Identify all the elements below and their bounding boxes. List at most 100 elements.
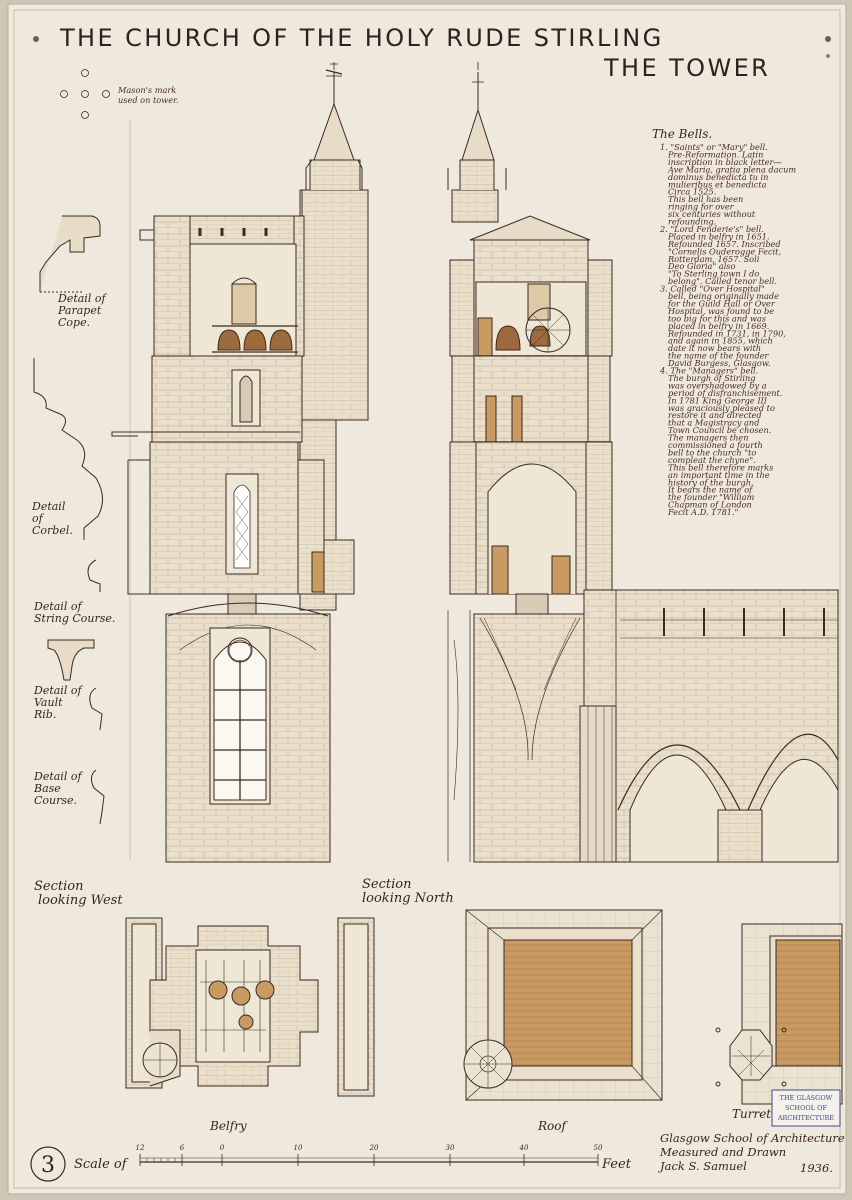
bells-west <box>217 329 293 351</box>
bells-note-line: 3. Called "Over Hospital" <box>660 284 765 294</box>
bells-note-line: Refounded 1657. Inscribed <box>667 239 781 249</box>
bells-note-line: Town Council be chosen. <box>668 425 771 435</box>
bells-heading: The Bells. <box>652 127 712 141</box>
bells-note-line: Refounded in 1731, in 1790, <box>667 328 786 338</box>
credit-line-1: Glasgow School of Architecture <box>660 1131 845 1145</box>
bells-note-line: This bell has been <box>668 194 743 204</box>
credits: Glasgow School of Architecture Measured … <box>658 1131 845 1175</box>
bells-note-line: mulieribus et benedicta <box>668 179 767 189</box>
bells-note-line: bell to the church "to <box>668 447 756 457</box>
bells-note-line: 1. "Saints" or "Mary" bell. <box>660 142 768 152</box>
bells-note-line: Fecit A.D. 1781." <box>667 507 738 517</box>
bells-note-line: The managers then <box>668 433 748 443</box>
bells-note-line: In 1781 King George III <box>667 395 768 405</box>
pin-hole <box>825 36 831 42</box>
bells-notes-lines: 1. "Saints" or "Mary" bell.Pre-Reformati… <box>659 142 796 517</box>
detail-string-line-1: Detail of <box>33 600 83 613</box>
bells-note-line: too big for this and was <box>668 313 766 323</box>
masons-mark <box>60 69 110 119</box>
bells-note-line: and again in 1855, which <box>668 336 773 346</box>
bells-note-line: "Cornelis Ouderogge Fecit, <box>668 246 781 256</box>
bells-note-line: restore it and directed <box>668 410 762 420</box>
bells-note-line: Chapman of London <box>668 500 752 510</box>
detail-base-line-2: Base <box>33 782 61 795</box>
credit-year: 1936. <box>800 1161 833 1175</box>
masons-mark-note-1: Mason's mark <box>117 85 176 95</box>
bells-note-line: history of the burgh. <box>668 477 754 487</box>
stamp-line-1: THE GLASGOW <box>780 1094 833 1102</box>
nave-arches <box>629 754 839 863</box>
detail-base-line-3: Course. <box>34 794 77 807</box>
bells-note-line: Ave Maria, gratia plena dacum <box>667 164 796 174</box>
bells-note-line: 2. "Lord Fenderie's" bell. <box>659 224 764 234</box>
bells-note-line: It bears the name of <box>667 485 754 495</box>
scale-tick-label: 40 <box>519 1144 529 1152</box>
scale-tick-label: 12 <box>136 1144 145 1152</box>
detail-corbel-line-1: Detail <box>31 500 66 513</box>
detail-corbel-line-2: of <box>32 512 45 525</box>
credit-line-3: Jack S. Samuel <box>658 1159 747 1173</box>
section-looking-west <box>111 62 369 863</box>
bells-note-line: The burgh of Stirling <box>668 373 755 383</box>
detail-base-line-1: Detail of <box>33 770 83 783</box>
detail-string-line-2: String Course. <box>34 612 115 625</box>
roof-plan <box>463 909 663 1101</box>
stamp-line-3: ARCHITECTURE <box>777 1114 835 1122</box>
bells-note-line: compleat the chyne". <box>668 455 756 465</box>
belfry-plan <box>125 917 375 1097</box>
library-stamp: THE GLASGOW SCHOOL OF ARCHITECTURE <box>771 1089 841 1127</box>
bells-note-line: This bell therefore marks <box>668 462 773 472</box>
plan-label-roof: Roof <box>537 1119 568 1133</box>
bell-plan-circles <box>208 980 275 1030</box>
plan-label-belfry: Belfry <box>209 1119 247 1133</box>
bells-note-line: the founder "William <box>668 492 755 502</box>
scale-ticks: 12 6 0 10 20 30 40 50 <box>136 1144 603 1166</box>
bells-note-line: Hospital, was found to be <box>667 306 774 316</box>
bells-note-line: period of disfranchisement. <box>668 388 782 398</box>
detail-parapet-line-3: Cope. <box>58 316 90 329</box>
scale-tick-label: 20 <box>369 1144 379 1152</box>
detail-corbel-line-3: Corbel. <box>32 524 73 537</box>
section-west-label-2: looking West <box>38 893 123 908</box>
scale-tick-label: 0 <box>220 1144 225 1152</box>
bells-note-line: Placed in belfry in 1651. <box>667 231 770 241</box>
bells-note-line: Rotterdam, 1657. Soli <box>667 254 760 264</box>
detail-vault-line-3: Rib. <box>33 708 56 721</box>
bells-note-line: bell, being originally made <box>668 291 779 301</box>
bells-note-line: belong". Called tenor bell. <box>668 276 777 286</box>
section-looking-north <box>447 62 839 863</box>
pin-hole <box>826 54 830 58</box>
section-north-label-2: looking North <box>362 891 454 906</box>
bells-note-line: was graciously pleased to <box>668 403 775 413</box>
scale-tick-label: 50 <box>594 1144 603 1152</box>
bells-note-line: Pre-Reformation. Latin <box>667 149 763 159</box>
scale-tick-label: 10 <box>294 1144 303 1152</box>
masons-mark-note-2: used on tower. <box>118 95 179 105</box>
bells-note-line: "To Sterling town I do <box>668 269 759 279</box>
bells-note-line: Deo Gloria" also <box>667 261 736 271</box>
bells-note-line: 4. The "Managers" bell. <box>659 366 758 376</box>
plan-label-turret: Turret <box>732 1107 771 1121</box>
scale-tick-label: 30 <box>446 1144 455 1152</box>
bells-note-line: ringing for over <box>668 202 735 212</box>
drawing-border <box>13 9 841 1189</box>
bells-note-line: placed in belfry in 1669. <box>668 321 769 331</box>
detail-vault-line-2: Vault <box>34 696 63 709</box>
title-line-1: THE CHURCH OF THE HOLY RUDE STIRLING <box>59 24 664 52</box>
bells-note-line: was overshadowed by a <box>668 380 767 390</box>
bells-note-line: commissioned a fourth <box>668 440 763 450</box>
moulding-profiles <box>33 120 131 860</box>
bells-note-line: refounding. <box>668 217 716 227</box>
pin-hole <box>33 36 39 42</box>
bells-note-line: an important time in the <box>668 470 770 480</box>
bells-notes-block: The Bells. 1. "Saints" or "Mary" bell.Pr… <box>652 127 796 517</box>
bells-note-line: David Burgess, Glasgow. <box>667 358 770 368</box>
credit-line-2: Measured and Drawn <box>659 1145 786 1159</box>
scale-unit: Feet <box>601 1157 632 1172</box>
bells-note-line: Circa 1525. <box>668 187 716 197</box>
scale-tick-label: 6 <box>180 1144 185 1152</box>
detail-parapet-line-1: Detail of <box>57 292 107 305</box>
sheet-number: 3 <box>41 1153 55 1178</box>
